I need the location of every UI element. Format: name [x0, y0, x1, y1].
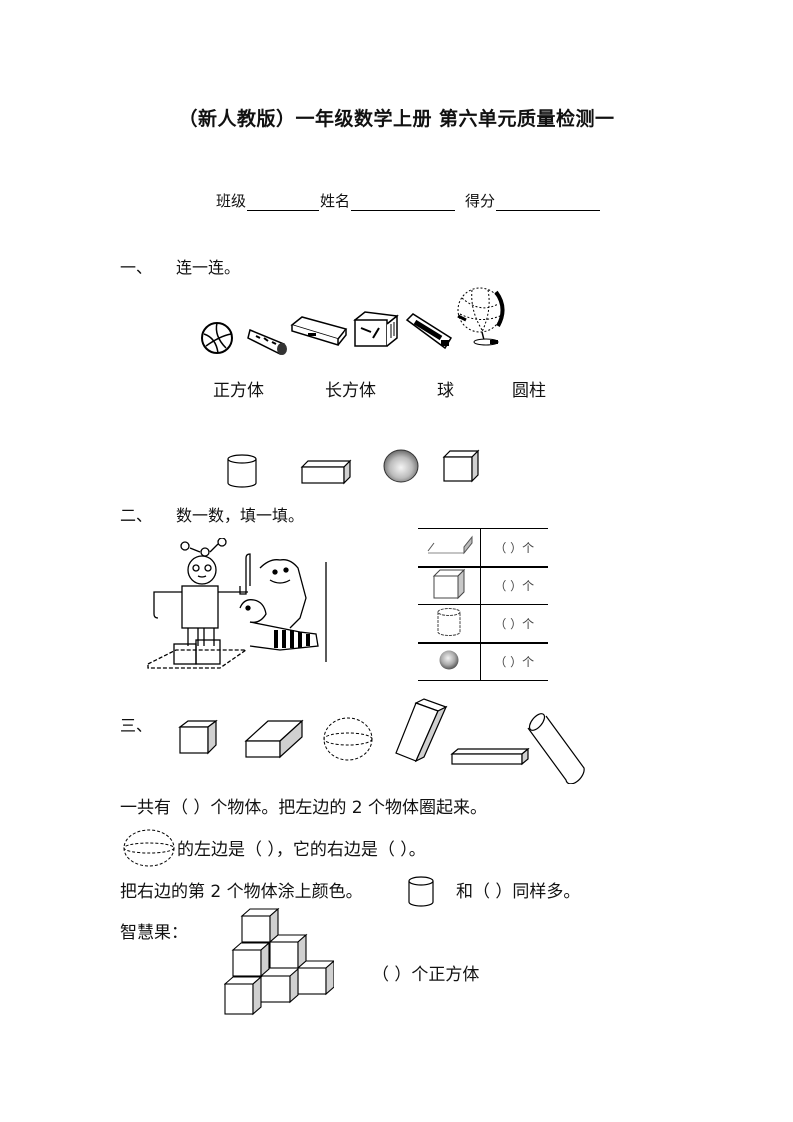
- pencil-box-icon[interactable]: [288, 315, 350, 349]
- shape-name-cuboid: 长方体: [325, 381, 376, 401]
- shape-name-cylinder: 圆柱: [512, 381, 546, 401]
- question-total-count: 一共有（ ）个物体。把左边的 2 个物体圈起来。: [120, 798, 488, 818]
- question-color-instruction: 把右边的第 2 个物体涂上颜色。: [120, 882, 363, 902]
- section-1-heading: 一、连一连。: [120, 258, 241, 277]
- robot-scene-illustration: [140, 538, 330, 670]
- class-field[interactable]: [247, 193, 320, 211]
- shape-name-cube: 正方体: [213, 381, 264, 401]
- answer-cell[interactable]: （ ）个: [480, 604, 548, 643]
- answer-cell[interactable]: （ ）个: [480, 565, 548, 605]
- name-field[interactable]: [351, 193, 456, 211]
- name-label: 姓名: [320, 192, 351, 210]
- page-title: （新人教版）一年级数学上册 第六单元质量检测一: [178, 108, 615, 130]
- tilted-cuboid-icon[interactable]: [394, 697, 450, 763]
- table-row: （ ）个: [418, 641, 548, 681]
- table-row: （ ）个: [418, 528, 548, 567]
- gift-box-icon[interactable]: [353, 310, 399, 350]
- cylinder-icon[interactable]: [226, 453, 258, 489]
- cylinder-icon: [436, 607, 462, 637]
- sphere-icon: [438, 649, 460, 671]
- question-left-right: 的左边是（ ），它的右边是（ ）。: [177, 840, 426, 860]
- section-3-number: 三、: [120, 716, 153, 735]
- flat-cuboid-icon[interactable]: [450, 748, 530, 766]
- cuboid-icon[interactable]: [244, 719, 304, 759]
- student-info-line: 班级 姓名 得分: [216, 190, 601, 211]
- table-row: （ ）个: [418, 604, 548, 643]
- cuboid-icon: [424, 535, 474, 557]
- count-table: （ ）个 （ ）个 （ ）个: [418, 528, 548, 681]
- question-same-amount: 和（ ）同样多。: [456, 882, 581, 902]
- globe-icon[interactable]: [452, 284, 512, 350]
- toothpaste-box-icon[interactable]: [405, 312, 453, 352]
- roll-icon[interactable]: [246, 322, 292, 356]
- cube-icon[interactable]: [442, 449, 480, 483]
- answer-cell[interactable]: （ ）个: [480, 641, 548, 681]
- tilted-cylinder-icon[interactable]: [522, 710, 588, 784]
- volleyball-icon[interactable]: [198, 320, 236, 356]
- answer-cell[interactable]: （ ）个: [480, 528, 548, 567]
- score-field[interactable]: [496, 193, 601, 211]
- cube-icon[interactable]: [178, 719, 218, 755]
- shape-name-sphere: 球: [437, 381, 454, 401]
- class-label: 班级: [216, 192, 247, 210]
- cylinder-icon: [407, 876, 435, 908]
- sphere-icon[interactable]: [382, 448, 420, 484]
- bonus-answer[interactable]: （ ）个正方体: [372, 965, 480, 985]
- cuboid-icon[interactable]: [300, 459, 352, 485]
- section-2-heading: 二、数一数，填一填。: [120, 506, 305, 525]
- bonus-label: 智慧果：: [120, 923, 188, 943]
- sphere-icon: [122, 828, 176, 868]
- score-label: 得分: [465, 192, 496, 210]
- sphere-icon[interactable]: [322, 716, 374, 762]
- cube-icon: [432, 568, 466, 600]
- stacked-cubes-icon: [224, 908, 334, 1016]
- table-row: （ ）个: [418, 565, 548, 605]
